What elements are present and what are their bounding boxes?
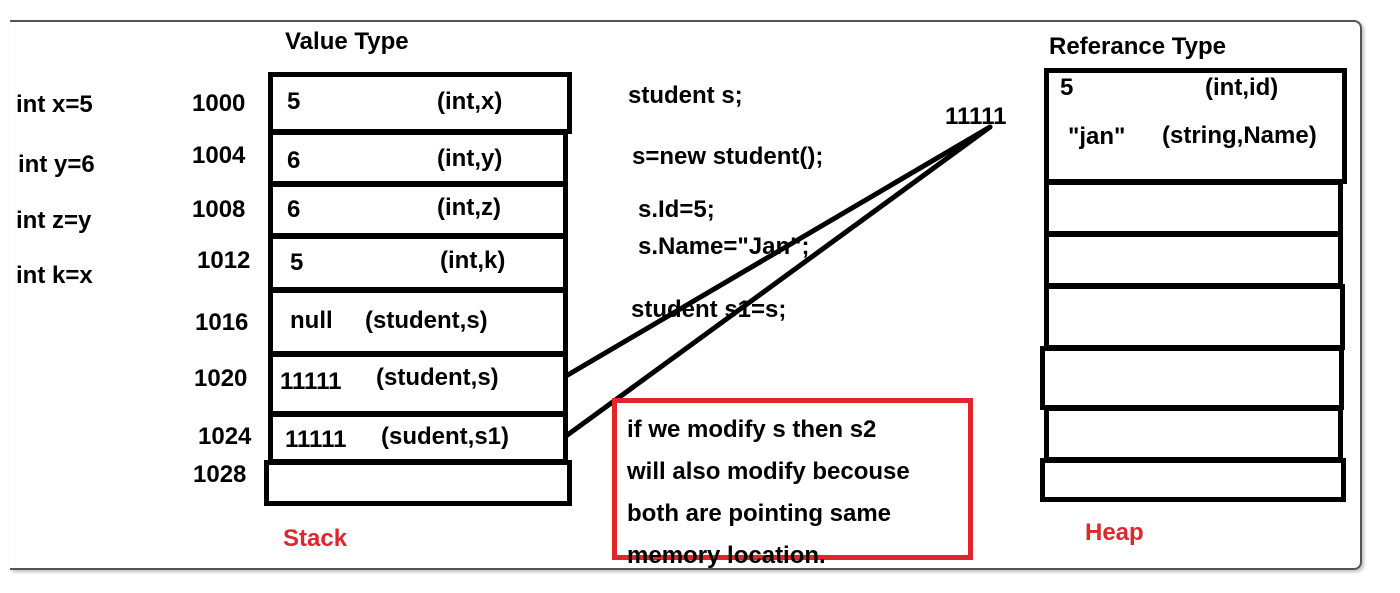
diagram-frame [10, 20, 1362, 570]
stack-cell-value: 5 [290, 249, 304, 276]
variable-declaration: int y=6 [18, 151, 95, 178]
stack-cell-type: (student,s) [365, 307, 488, 334]
code-line: s.Id=5; [638, 196, 715, 223]
note-line: if we modify s then s2 [627, 416, 877, 443]
explanation-note: if we modify s then s2 will also modify … [612, 398, 973, 569]
stack-cell-value: 5 [287, 88, 301, 115]
stack-cell-value: 6 [287, 196, 301, 223]
stack-address: 1008 [192, 196, 246, 223]
reference-line-s [563, 124, 993, 379]
stack-address: 1024 [198, 423, 252, 450]
heap-field-value: "jan" [1068, 123, 1126, 150]
heap-cell [1040, 346, 1344, 410]
variable-declaration: int z=y [16, 207, 92, 234]
code-line: s.Name="Jan"; [638, 233, 810, 260]
note-line: memory location. [627, 542, 826, 569]
variable-declaration: int k=x [16, 262, 93, 289]
stack-cell-type: (int,k) [440, 247, 506, 274]
heap-field-type: (int,id) [1205, 74, 1279, 101]
stack-cell-value: 6 [287, 147, 301, 174]
stack-cell [264, 460, 572, 506]
value-type-title: Value Type [285, 28, 409, 55]
stack-cell-type: (student,s) [376, 364, 499, 391]
stack-cell-value: null [290, 307, 333, 334]
stack-cell-value: 11111 [280, 368, 342, 395]
stack-cell-type: (sudent,s1) [381, 423, 510, 450]
stack-cell-type: (int,y) [437, 145, 503, 172]
note-line: will also modify becouse [627, 458, 910, 485]
stack-address: 1020 [194, 365, 248, 392]
code-line: s=new student(); [632, 143, 824, 170]
stack-label: Stack [283, 525, 348, 552]
heap-label: Heap [1085, 519, 1144, 546]
stack-address: 1012 [197, 247, 251, 274]
stack-address: 1000 [192, 90, 246, 117]
stack-address: 1004 [192, 142, 246, 169]
heap-object-address: 11111 [945, 103, 1007, 130]
heap-cell [1040, 458, 1346, 502]
stack-cell-value: 11111 [285, 426, 347, 453]
heap-object-cell [1044, 68, 1347, 184]
stack-cell-type: (int,z) [437, 194, 501, 221]
reference-type-title: Referance Type [1049, 33, 1226, 60]
heap-cell [1044, 406, 1343, 462]
heap-cell [1044, 284, 1345, 350]
variable-declaration: int x=5 [16, 91, 93, 118]
stack-address: 1016 [195, 309, 249, 336]
heap-field-type: (string,Name) [1162, 122, 1317, 149]
code-line: student s; [628, 82, 743, 109]
note-line: both are pointing same [627, 500, 892, 527]
stack-cell-type: (int,x) [437, 88, 503, 115]
code-line: student s1=s; [631, 296, 787, 323]
stack-address: 1028 [193, 461, 247, 488]
reference-line-s1 [563, 124, 993, 439]
heap-cell [1044, 180, 1343, 236]
heap-field-value: 5 [1060, 74, 1074, 101]
heap-cell [1044, 232, 1343, 288]
